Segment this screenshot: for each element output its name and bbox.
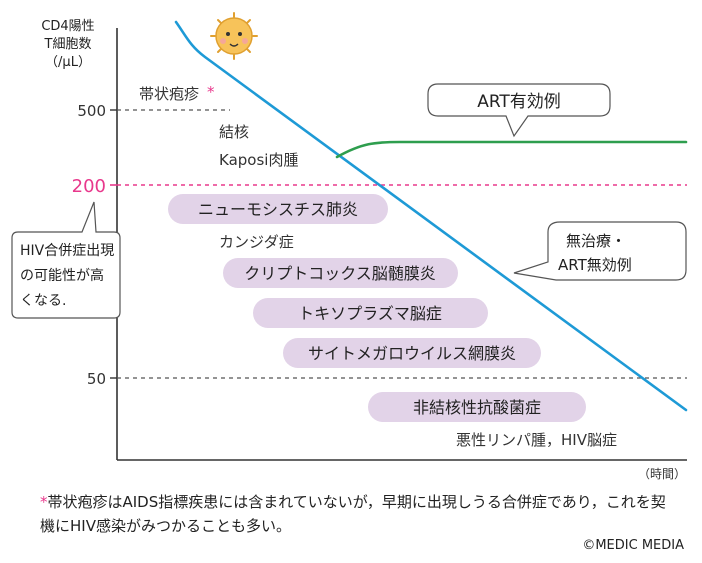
- condition-kaposi: Kaposi肉腫: [219, 151, 298, 169]
- callout-art-effective-text: ART有効例: [477, 92, 561, 112]
- condition-pcp: ニューモシスチス肺炎: [198, 200, 358, 219]
- condition-cmv-highlight: [283, 338, 541, 368]
- series-line-untreated: [174, 20, 688, 412]
- condition-herpes-zoster-asterisk: *: [207, 83, 215, 101]
- condition-pcp-highlight: [168, 194, 388, 224]
- callout-untreated: 無治療・ ART無効例: [513, 221, 687, 281]
- callout-hiv-note-line-2: の可能性が高: [20, 267, 104, 284]
- callout-hiv-note: HIV合併症出現 の可能性が高 くなる.: [11, 201, 121, 319]
- callout-art-effective: ART有効例: [427, 83, 611, 138]
- condition-ntm: 非結核性抗酸菌症: [413, 398, 541, 417]
- footnote: *帯状疱疹はAIDS指標疾患には含まれていないが，早期に出現しうる合併症であり，…: [40, 490, 680, 538]
- condition-cryptococcal: クリプトコックス脳髄膜炎: [244, 264, 436, 283]
- condition-lymphoma-hiv-encephalopathy: 悪性リンパ腫，HIV脳症: [456, 431, 617, 449]
- condition-cryptococcal-highlight: [223, 258, 458, 288]
- y-axis-label-line-2: T細胞数: [44, 37, 92, 52]
- copyright: ©MEDIC MEDIA: [582, 538, 684, 553]
- virus-icon: [210, 12, 258, 60]
- condition-cmv: サイトメガロウイルス網膜炎: [308, 344, 516, 363]
- callout-untreated-line-2: ART無効例: [558, 256, 632, 274]
- condition-candidiasis: カンジダ症: [219, 233, 294, 251]
- footnote-text: 帯状疱疹はAIDS指標疾患には含まれていないが，早期に出現しうる合併症であり，こ…: [40, 493, 666, 535]
- tick-label-50: 50: [87, 370, 106, 388]
- condition-toxoplasma: トキソプラズマ脳症: [298, 304, 442, 323]
- y-axis-label-line-3: （/μL）: [45, 55, 91, 70]
- condition-herpes-zoster: 帯状疱疹: [139, 85, 199, 103]
- x-axis-label: （時間）: [638, 467, 686, 481]
- y-axis-label-line-1: CD4陽性: [41, 19, 94, 34]
- tick-label-200: 200: [72, 176, 106, 197]
- chart: CD4陽性 T細胞数 （/μL） 500 200 50: [11, 12, 688, 481]
- condition-toxoplasma-highlight: [253, 298, 488, 328]
- condition-ntm-highlight: [368, 392, 586, 422]
- callout-hiv-note-line-3: くなる.: [20, 293, 66, 309]
- callout-hiv-note-line-1: HIV合併症出現: [20, 243, 114, 259]
- condition-tuberculosis: 結核: [219, 123, 249, 141]
- series-line-art-effective: [335, 140, 688, 159]
- tick-label-500: 500: [77, 102, 106, 120]
- callout-untreated-line-1: 無治療・: [566, 232, 626, 250]
- footnote-asterisk: *: [40, 493, 48, 511]
